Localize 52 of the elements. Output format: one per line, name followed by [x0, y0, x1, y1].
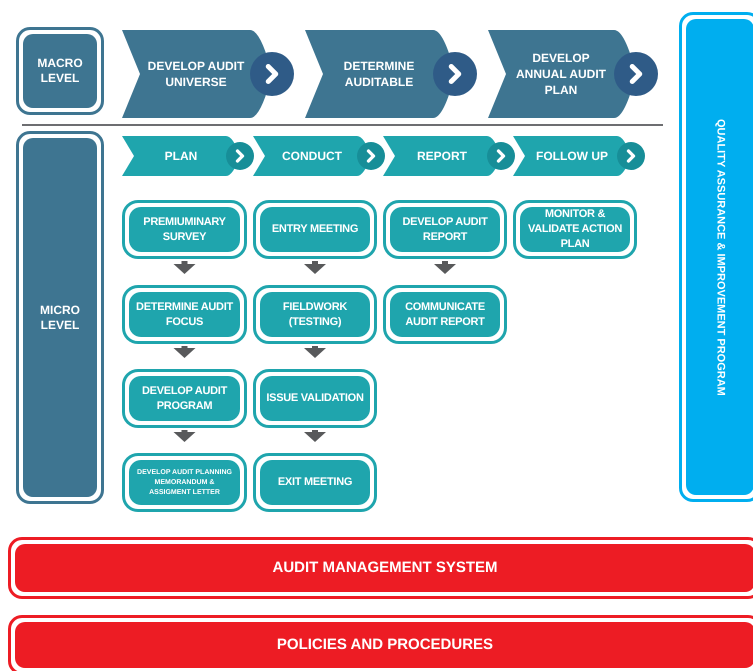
step-label: PREMIUMINARY SURVEY — [142, 214, 227, 244]
process-box — [122, 453, 247, 512]
foundation-bar — [8, 615, 753, 671]
step-label: DEVELOP AUDIT UNIVERSE — [146, 58, 246, 90]
step-label: ENTRY MEETING — [272, 222, 358, 237]
process-box — [122, 200, 247, 259]
chevron-step — [122, 30, 294, 118]
down-arrow — [304, 430, 326, 442]
chevron-step — [253, 136, 385, 176]
down-arrow — [304, 261, 326, 274]
bar-label: AUDIT MANAGEMENT SYSTEM — [272, 558, 498, 578]
step-label: DETERMINE AUDIT FOCUS — [135, 300, 234, 330]
level-label: MACRO LEVEL — [36, 56, 84, 86]
step-label: CONDUCT — [282, 148, 342, 165]
step-label: DETERMINE AUDITABLE — [342, 58, 416, 90]
step-label: FOLLOW UP — [536, 148, 608, 165]
step-label: COMMUNICATE AUDIT REPORT — [404, 300, 486, 330]
step-label: MONITOR & VALIDATE ACTION PLAN — [526, 207, 624, 252]
step-label: DEVELOP ANNUAL AUDIT PLAN — [515, 50, 607, 98]
process-box — [122, 285, 247, 344]
process-box — [253, 453, 377, 512]
level-label: MICRO LEVEL — [39, 302, 81, 332]
process-box — [122, 369, 247, 428]
process-box — [253, 285, 377, 344]
chevron-step — [488, 30, 658, 118]
down-arrow — [174, 430, 196, 442]
bar-label: POLICIES AND PROCEDURES — [276, 634, 494, 655]
step-label: REPORT — [416, 148, 467, 165]
step-label: ISSUE VALIDATION — [266, 391, 364, 406]
panel-label: QUALITY ASSURANCE & IMPROVEMENT PROGRAM — [713, 118, 728, 396]
down-arrow — [174, 261, 196, 274]
process-box — [513, 200, 637, 259]
step-label: DEVELOP AUDIT REPORT — [401, 214, 489, 244]
chevron-step — [122, 136, 254, 176]
level-box — [16, 27, 104, 115]
down-arrow — [174, 346, 196, 358]
process-box — [253, 369, 377, 428]
side-panel — [679, 12, 753, 502]
chevron-step — [305, 30, 477, 118]
chevron-step — [513, 136, 645, 176]
down-arrow — [304, 346, 326, 358]
level-box — [16, 131, 104, 504]
foundation-bar — [8, 537, 753, 599]
process-box — [383, 285, 507, 344]
process-box — [383, 200, 507, 259]
step-label: DEVELOP AUDIT PROGRAM — [140, 384, 228, 414]
step-label: FIELDWORK (TESTING) — [282, 300, 348, 330]
step-label: PLAN — [164, 148, 198, 165]
down-arrow — [434, 261, 456, 274]
chevron-step — [383, 136, 515, 176]
step-label: EXIT MEETING — [278, 475, 352, 490]
process-box — [253, 200, 377, 259]
